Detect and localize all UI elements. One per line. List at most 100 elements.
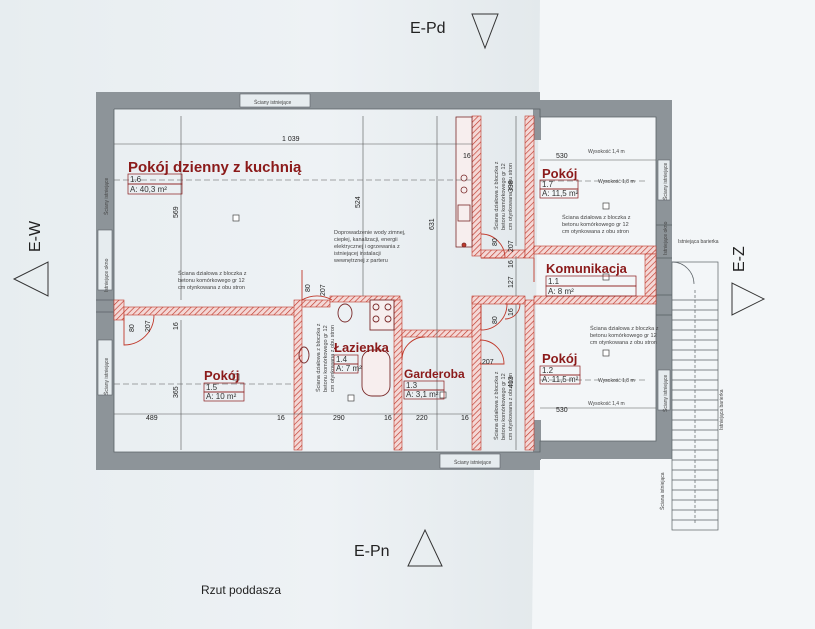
room-name-ward: Garderoba xyxy=(404,367,465,381)
door-207-upper: 207 xyxy=(508,240,515,252)
windows xyxy=(97,93,671,469)
door-80-living: 80 xyxy=(129,324,136,332)
vexisting-left-bottom: Ściany istniejące xyxy=(102,358,110,395)
door-80-upper: 80 xyxy=(492,238,499,246)
dim-127: 127 xyxy=(508,276,515,288)
room-name-bath: Łazienka xyxy=(334,340,390,355)
height-note-top: Wysokość 1,4 m xyxy=(588,149,625,155)
height-note-bottom: Wysokość 1,4 m xyxy=(588,401,625,407)
wall-note-r1-3: cm otynkowana z obu stron xyxy=(562,229,629,235)
annotation-notes: Ściana działowa z bloczka z betonu komór… xyxy=(178,98,659,466)
room-area-12: A: 11,5 m² xyxy=(542,375,579,384)
dim-365: 365 xyxy=(173,386,180,398)
vexisting-right-top: Ściany istniejące xyxy=(661,163,669,200)
room-area-ward: A: 3,1 m² xyxy=(406,390,439,399)
dim-16-bottom-a: 16 xyxy=(277,415,285,422)
vwall-bath-1: Ściana działowa z bloczka z xyxy=(314,323,322,392)
room-markers xyxy=(232,202,610,402)
room-num-hall: 1.1 xyxy=(548,277,560,286)
room-num-bath: 1.4 xyxy=(336,355,348,364)
dim-290: 290 xyxy=(333,415,345,422)
bathroom-fixtures xyxy=(298,299,395,397)
dim-489: 489 xyxy=(146,415,158,422)
room-label-boxes xyxy=(127,173,637,402)
dim-16-bottom-c: 16 xyxy=(461,415,469,422)
wall-note-left-1: Ściana działowa z bloczka z xyxy=(178,269,247,277)
vwall-lower-3: cm otynkowana z obu stron xyxy=(508,373,514,440)
room-name-15: Pokój xyxy=(204,368,239,383)
paper-right xyxy=(532,0,815,629)
room-labels: Pokój dzienny z kuchnią 1.6 A: 40,3 m² P… xyxy=(128,159,628,401)
vstair-note: Ściana istniejąca xyxy=(658,472,666,510)
height-note-bottom-18: Wysokość 1,8 m xyxy=(598,378,635,384)
vexisting-right-bottom: Ściany istniejące xyxy=(661,375,669,412)
dim-398: 398 xyxy=(508,180,515,192)
room-name-17: Pokój xyxy=(542,166,577,181)
water-note-5: wewnętrznej z parteru xyxy=(333,258,388,264)
water-note-4: istniejącej instalacji xyxy=(334,251,381,257)
wall-note-r2-3: cm otynkowana z obu stron xyxy=(590,340,657,346)
dim-413: 413 xyxy=(508,376,515,388)
elevation-south-label: E-Pn xyxy=(354,543,390,560)
dim-16-left: 16 xyxy=(173,322,180,330)
dim-569: 569 xyxy=(173,206,180,218)
vexisting-window-right: Istniejące okno xyxy=(663,221,669,255)
vwall-upper-2: betonu komórkowego gr 12 xyxy=(501,163,507,230)
vexisting-window-left: Istniejące okno xyxy=(104,258,110,292)
elevation-markers xyxy=(12,13,766,567)
room-name-12: Pokój xyxy=(542,351,577,366)
wall-note-left-3: cm otynkowana z obu stron xyxy=(178,285,245,291)
room-name-hall: Komunikacja xyxy=(546,261,628,276)
elevation-north-label: E-Pd xyxy=(410,20,446,37)
door-swings xyxy=(123,233,535,365)
dim-530-top: 530 xyxy=(556,153,568,160)
door-80-lower: 80 xyxy=(492,316,499,324)
drawing-caption: Rzut poddasza xyxy=(201,583,281,597)
vwall-lower-1: Ściana działowa z bloczka z xyxy=(492,371,500,440)
height-note-top-18: Wysokość 1,8 m xyxy=(598,179,635,185)
dim-220: 220 xyxy=(416,415,428,422)
door-207-living: 207 xyxy=(145,320,152,332)
dim-631: 631 xyxy=(429,218,436,230)
dim-16-right-b: 16 xyxy=(508,308,515,316)
elevation-east-label: E-Z xyxy=(731,246,748,272)
wall-note-left-2: betonu komórkowego gr 12 xyxy=(178,278,245,284)
room-num-12: 1.2 xyxy=(542,366,554,375)
water-note-1: Doprowadzenie wody zimnej, xyxy=(334,230,406,236)
vwall-bath-3: cm otynkowana z obu stron xyxy=(330,325,336,392)
dim-16-bottom-b: 16 xyxy=(384,415,392,422)
wall-note-r2-2: betonu komórkowego gr 12 xyxy=(590,333,657,339)
railing-note-top: Istniejąca barierka xyxy=(678,239,719,245)
room-area-15: A: 10 m² xyxy=(206,392,237,401)
room-area-hall: A: 8 m² xyxy=(548,287,574,296)
room-num-ward: 1.3 xyxy=(406,381,418,390)
dimension-values: 1 039 530 530 489 290 220 16 16 16 16 56… xyxy=(129,136,568,422)
existing-walls-top: Ściany istniejące xyxy=(254,98,291,106)
dim-530-bottom: 530 xyxy=(556,407,568,414)
room-num-17: 1.7 xyxy=(542,180,554,189)
water-note-3: elektrycznej i ogrzewania z xyxy=(334,244,400,250)
room-num-living: 1.6 xyxy=(130,175,142,184)
vwall-upper-1: Ściana działowa z bloczka z xyxy=(492,161,500,230)
elevation-west-label: E-W xyxy=(27,220,44,252)
railing-note-side: Istniejąca barierka xyxy=(719,389,725,430)
vwall-lower-2: betonu komórkowego gr 12 xyxy=(501,373,507,440)
wall-lines xyxy=(96,108,672,453)
wall-note-r1-1: Ściana działowa z bloczka z xyxy=(562,213,631,221)
vertical-notes: Ściana działowa z bloczka z betonu komór… xyxy=(102,161,725,510)
elevation-labels: E-Pd E-Pn E-W E-Z xyxy=(27,20,748,560)
room-area-bath: A: 7 m² xyxy=(336,364,362,373)
vwall-upper-3: cm otynkowana z obu stron xyxy=(508,163,514,230)
vexisting-left-top: Ściany istniejące xyxy=(102,178,110,215)
door-80-room: 80 xyxy=(305,284,312,292)
existing-walls-bottom: Ściany istniejące xyxy=(454,458,491,466)
vwall-bath-2: betonu komórkowego gr 12 xyxy=(323,325,329,392)
staircase xyxy=(671,261,719,531)
room-num-15: 1.5 xyxy=(206,383,218,392)
room-name-living: Pokój dzienny z kuchnią xyxy=(128,159,302,176)
water-note-2: ciepłej, kanalizacji, energii xyxy=(334,237,398,243)
dimension-lines xyxy=(114,116,656,450)
dim-16-right-a: 16 xyxy=(508,260,515,268)
room-area-17: A: 11,5 m² xyxy=(542,189,579,198)
